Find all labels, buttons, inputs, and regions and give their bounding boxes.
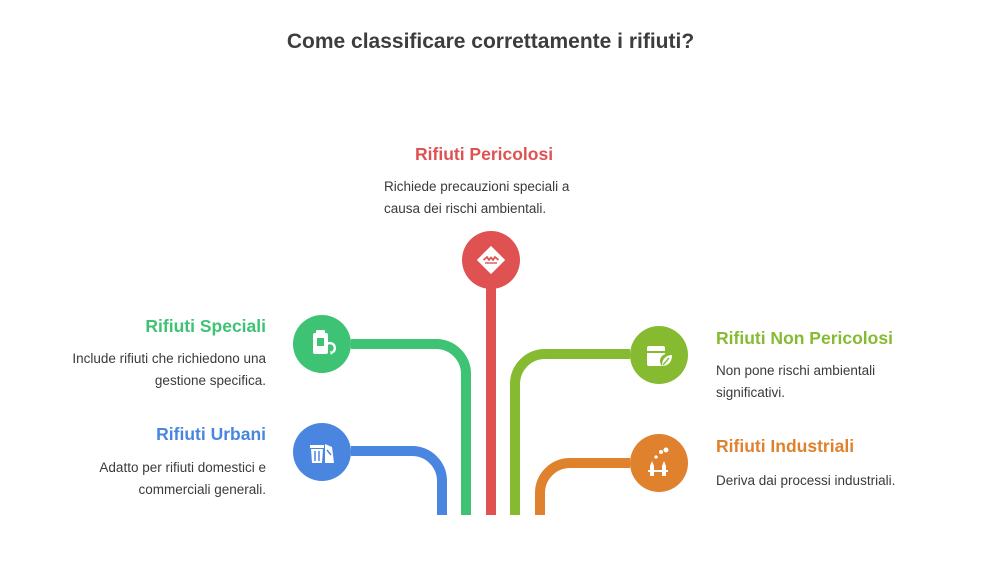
hazard-diamond-icon bbox=[462, 231, 520, 289]
desc-urbani-line2: commerciali generali. bbox=[138, 482, 266, 497]
trash-bins-icon bbox=[293, 423, 351, 481]
desc-urbani: Adatto per rifiuti domestici e commercia… bbox=[99, 457, 266, 501]
desc-non-pericolosi-line1: Non pone rischi ambientali bbox=[716, 363, 876, 378]
factory-chimneys-icon bbox=[630, 434, 688, 492]
desc-pericolosi-line2: causa dei rischi ambientali. bbox=[384, 201, 547, 216]
heading-urbani: Rifiuti Urbani bbox=[156, 424, 266, 444]
heading-non-pericolosi: Rifiuti Non Pericolosi bbox=[716, 328, 893, 348]
desc-non-pericolosi-line2: significativi. bbox=[716, 385, 786, 400]
connector-urbani bbox=[351, 446, 447, 515]
recycle-bin-icon bbox=[293, 315, 351, 373]
desc-pericolosi: Richiede precauzioni speciali a causa de… bbox=[384, 176, 569, 220]
connector-industriali bbox=[535, 458, 630, 515]
desc-speciali-line1: Include rifiuti che richiedono una bbox=[72, 351, 266, 366]
heading-industriali: Rifiuti Industriali bbox=[716, 436, 855, 456]
heading-pericolosi: Rifiuti Pericolosi bbox=[415, 144, 554, 164]
desc-speciali-line2: gestione specifica. bbox=[154, 373, 266, 388]
connector-non-pericolosi bbox=[510, 349, 630, 515]
heading-speciali: Rifiuti Speciali bbox=[145, 316, 266, 336]
desc-non-pericolosi: Non pone rischi ambientali significativi… bbox=[716, 360, 875, 404]
desc-industriali-line1: Deriva dai processi industriali. bbox=[716, 473, 896, 488]
desc-pericolosi-line1: Richiede precauzioni speciali a bbox=[384, 179, 570, 194]
page-title: Come classificare correttamente i rifiut… bbox=[286, 30, 695, 53]
desc-urbani-line1: Adatto per rifiuti domestici e bbox=[99, 460, 266, 475]
desc-speciali: Include rifiuti che richiedono una gesti… bbox=[72, 348, 266, 392]
eco-box-leaf-icon bbox=[630, 326, 688, 384]
connector-speciali bbox=[351, 339, 471, 515]
desc-industriali: Deriva dai processi industriali. bbox=[716, 470, 895, 492]
